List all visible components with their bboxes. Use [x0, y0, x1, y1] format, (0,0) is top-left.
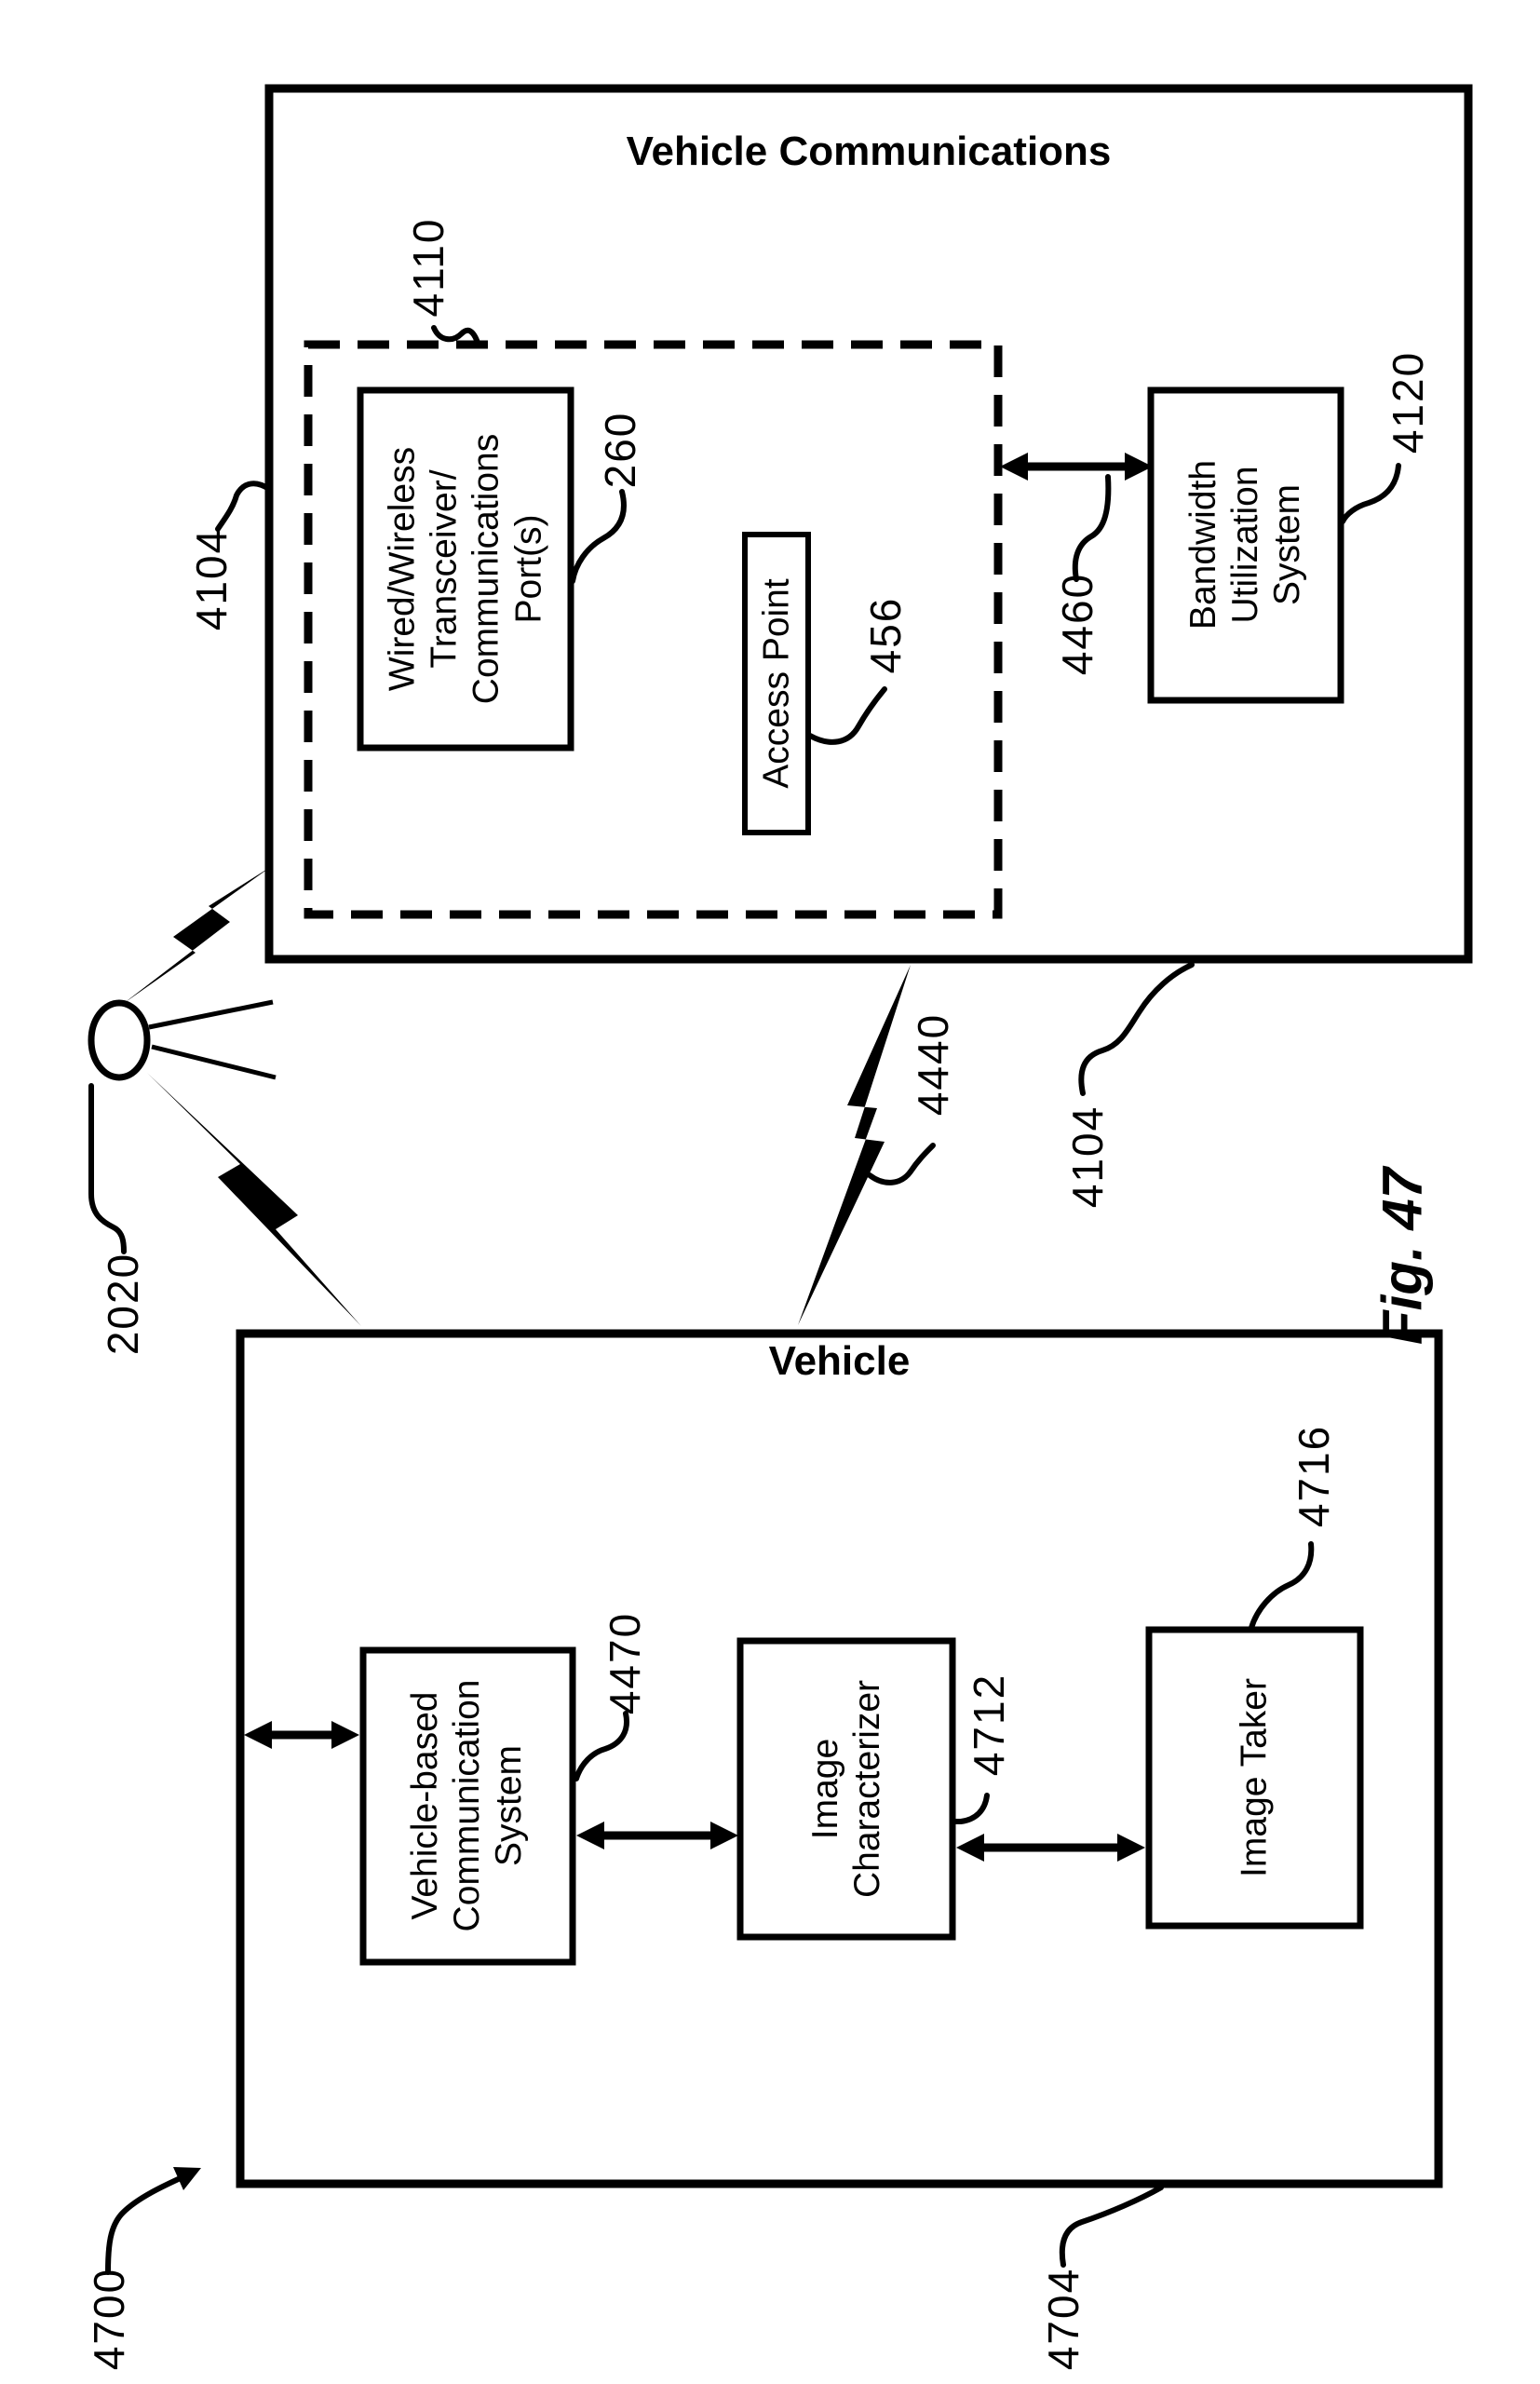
transceiver-box-outline — [357, 386, 574, 752]
bandwidth-box-outline — [1147, 386, 1344, 704]
image-characterizer-box-outline — [736, 1637, 956, 1941]
ref-label-456: 456 — [861, 596, 910, 674]
arrow-characterizer-to-taker — [956, 1834, 1145, 1862]
ref-label-4104-top: 4104 — [187, 527, 236, 631]
box-label-line: Image — [804, 1738, 845, 1840]
lightning-bolt-antenna-to-vehicle — [147, 1073, 361, 1326]
ref-label-2020: 2020 — [99, 1252, 147, 1356]
box-label-line: System — [489, 1744, 530, 1867]
ref-label-4440: 4440 — [909, 1012, 957, 1117]
box-label-line: Wired/Wireless — [382, 446, 423, 692]
leader-4712 — [952, 1793, 990, 1824]
box-label-line: Vehicle-based — [405, 1691, 446, 1920]
box-label-line: Access Point — [756, 578, 797, 789]
ref-label-4460: 4460 — [1053, 572, 1101, 676]
vehicle-box-title: Vehicle — [768, 1338, 911, 1384]
leader-4104-top — [215, 481, 272, 532]
leader-4704 — [1059, 2185, 1164, 2268]
antenna-ray-upper — [148, 999, 274, 1030]
access-point-box-label: Access Point — [755, 578, 797, 788]
leader-4700-arrow — [105, 2167, 201, 2275]
vehicle-comm-box-outline — [359, 1646, 576, 1966]
top-box-title: Vehicle Communications — [626, 129, 1112, 174]
image-taker-box-label: Image Taker — [1233, 1678, 1275, 1877]
leader-4440 — [867, 1143, 936, 1185]
ref-label-260: 260 — [596, 411, 644, 489]
lightning-bolt-4440 — [798, 965, 911, 1325]
image-taker-box-outline — [1145, 1626, 1364, 1930]
box-label-line: System — [1267, 483, 1308, 606]
box-label-line: Utilization — [1225, 466, 1266, 624]
ref-label-4712: 4712 — [965, 1673, 1013, 1777]
box-label-line: Bandwidth — [1183, 459, 1224, 630]
antenna-ellipse — [88, 999, 151, 1081]
box-label-line: Transceiver/ — [424, 469, 465, 669]
ref-label-4104-bottom: 4104 — [1063, 1104, 1112, 1209]
box-label-line: Communication — [447, 1679, 488, 1932]
ref-label-4110: 4110 — [404, 217, 453, 318]
leader-4460 — [1072, 474, 1112, 582]
leader-260 — [570, 489, 627, 584]
box-label-line: Port(s) — [508, 514, 549, 624]
leader-456 — [807, 686, 887, 745]
leader-4470 — [574, 1711, 629, 1781]
arrow-comm-to-characterizer — [576, 1822, 738, 1849]
box-label-line: Characterizer — [847, 1679, 887, 1899]
lightning-bolt-antenna-to-comms — [123, 866, 272, 1004]
top-box-outline — [264, 84, 1473, 964]
figure-caption: Fig. 47 — [1371, 1167, 1434, 1346]
vehicle-box-outline — [236, 1329, 1443, 2188]
ref-label-4120: 4120 — [1384, 350, 1432, 454]
arrow-4460 — [1000, 453, 1153, 481]
ref-label-4704: 4704 — [1039, 2267, 1087, 2371]
ref-label-4470: 4470 — [601, 1611, 649, 1715]
leader-4104-bottom — [1078, 962, 1195, 1096]
arrow-edge-to-comm — [244, 1721, 359, 1749]
leader-4110 — [431, 325, 481, 348]
ref-label-4700: 4700 — [85, 2267, 133, 2371]
leader-4120 — [1340, 463, 1401, 524]
leader-2020 — [88, 1083, 127, 1254]
ref-label-4716: 4716 — [1290, 1424, 1338, 1528]
access-point-box-outline — [742, 532, 811, 835]
box-label-line: Image Taker — [1234, 1678, 1275, 1877]
dashed-box-4110-outline — [304, 340, 1003, 919]
leader-4716 — [1249, 1541, 1315, 1631]
antenna-ray-lower — [151, 1044, 277, 1080]
box-label-line: Communications — [466, 433, 507, 705]
